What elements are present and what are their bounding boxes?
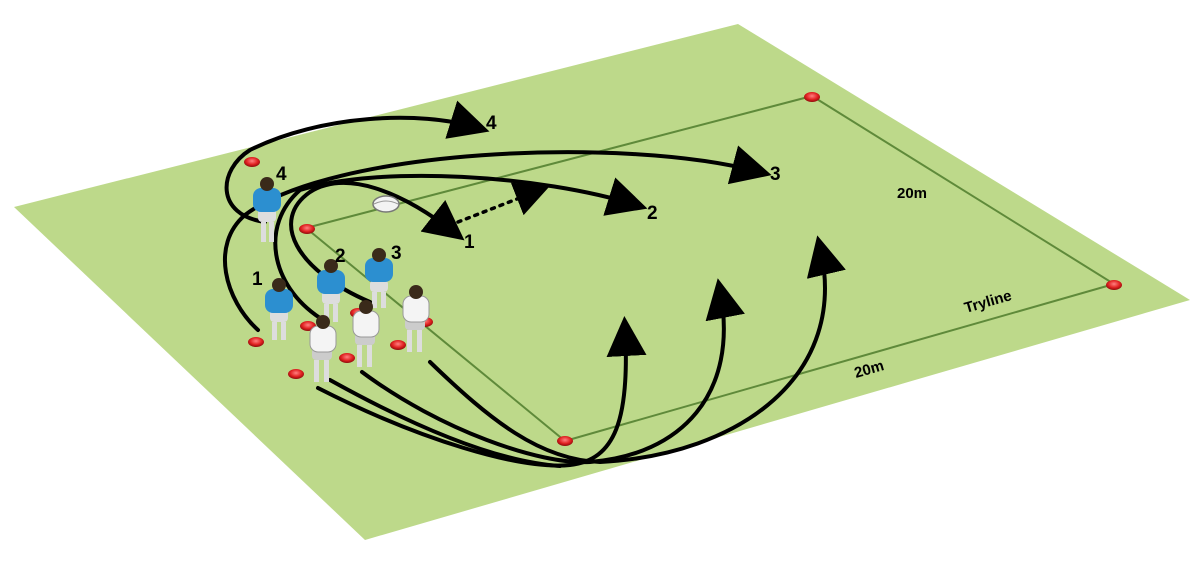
running-lines xyxy=(222,100,846,468)
defender-player xyxy=(309,315,337,382)
dimension-label-right: 20m xyxy=(897,185,927,202)
attacker-player-3 xyxy=(365,248,393,308)
player-number-4: 4 xyxy=(276,164,287,185)
defender-run-line xyxy=(328,378,562,468)
cone xyxy=(557,436,573,446)
player-number-1: 1 xyxy=(252,269,263,290)
attacker-player-4 xyxy=(253,177,281,242)
cone xyxy=(390,340,406,350)
defender-run-line xyxy=(428,235,846,465)
cone xyxy=(804,92,820,102)
cone xyxy=(248,337,264,347)
player-number-3: 3 xyxy=(391,243,402,264)
defenders xyxy=(309,285,430,382)
cone xyxy=(288,369,304,379)
run-line-1 xyxy=(289,180,465,304)
cone xyxy=(1106,280,1122,290)
defender-run-line xyxy=(316,316,647,468)
attacker-player-2 xyxy=(317,259,345,322)
run-line-3 xyxy=(222,145,772,332)
cone xyxy=(339,353,355,363)
defender-player xyxy=(402,285,430,352)
run-label-4: 4 xyxy=(486,113,497,134)
player-number-2: 2 xyxy=(335,246,346,267)
run-label-2: 2 xyxy=(647,203,658,224)
cone xyxy=(299,224,315,234)
ball xyxy=(372,195,400,213)
run-line-4 xyxy=(224,100,490,224)
cone xyxy=(244,157,260,167)
run-label-3: 3 xyxy=(770,164,781,185)
defender-player xyxy=(352,300,380,367)
pass-line xyxy=(456,182,550,224)
pitch xyxy=(14,24,1190,540)
run-label-1: 1 xyxy=(464,232,475,253)
attacker-player-1 xyxy=(265,278,293,340)
attackers xyxy=(253,177,393,340)
